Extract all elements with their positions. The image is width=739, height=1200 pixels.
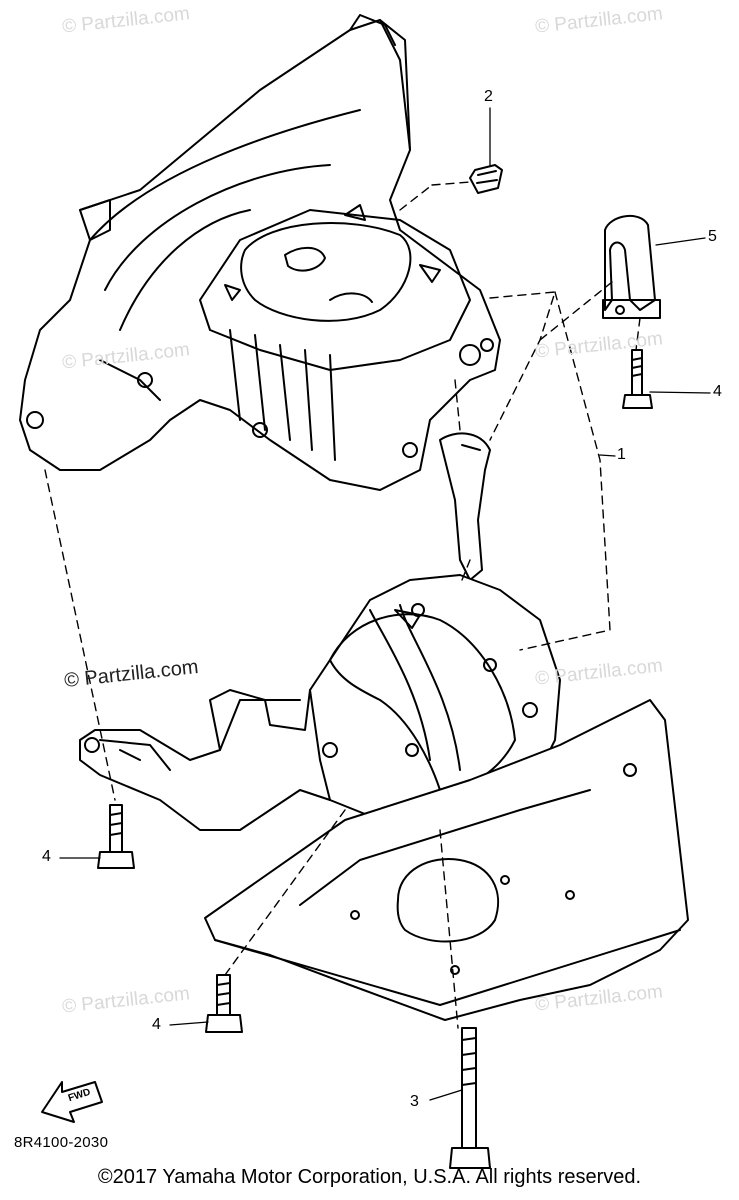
callout-5: 5 <box>708 228 717 245</box>
clamp-part <box>602 215 661 319</box>
callout-4-right: 4 <box>713 383 722 400</box>
part-code: 8R4100-2030 <box>14 1134 109 1151</box>
bolt-part-right <box>622 349 653 409</box>
lower-crankcase <box>79 574 561 831</box>
callout-3: 3 <box>410 1093 419 1110</box>
callout-4-bottom-left: 4 <box>152 1016 161 1033</box>
leader-lines <box>59 107 711 1101</box>
callout-2: 2 <box>484 88 493 105</box>
callout-1: 1 <box>617 446 626 463</box>
bolt-part-left <box>97 804 135 869</box>
stud-bolt-part <box>469 164 503 194</box>
bolt-part-bottom-left <box>205 974 243 1033</box>
upper-crankcase <box>19 14 501 491</box>
callout-4-left: 4 <box>42 848 51 865</box>
long-bolt-part <box>449 1027 491 1169</box>
assembly-lines <box>44 181 641 1029</box>
crankcase-gasket <box>439 432 491 581</box>
fwd-arrow-icon <box>41 1081 103 1123</box>
copyright-notice: ©2017 Yamaha Motor Corporation, U.S.A. A… <box>97 1166 642 1188</box>
